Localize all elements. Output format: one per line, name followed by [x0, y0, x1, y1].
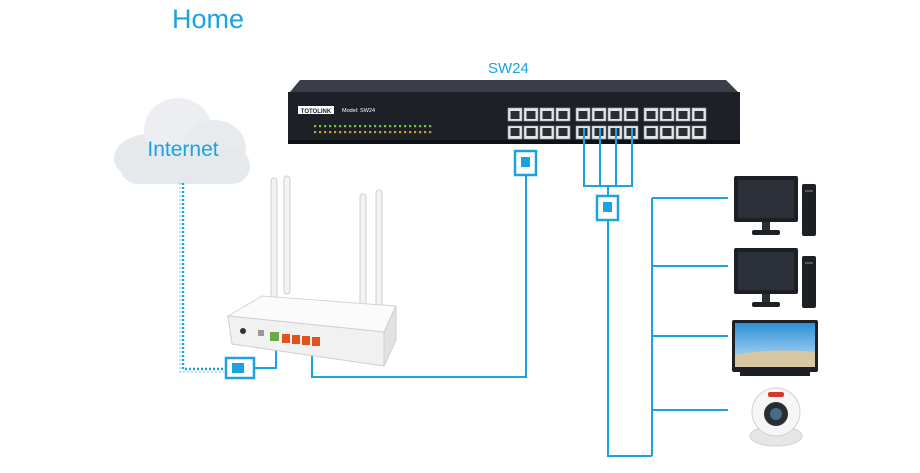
router-antenna [283, 175, 291, 295]
router-antenna [359, 193, 367, 313]
switch-led [324, 131, 327, 134]
internet-label: Internet [147, 138, 218, 161]
switch-led [334, 131, 337, 134]
switch-led [374, 125, 377, 128]
switch-port-socket [510, 111, 520, 119]
ethernet-plug-icon [595, 194, 620, 222]
switch-led [409, 125, 412, 128]
switch-led [319, 125, 322, 128]
switch-led [414, 125, 417, 128]
switch-model: Model: SW24 [342, 108, 375, 114]
switch-led [334, 125, 337, 128]
router-antenna [270, 177, 278, 303]
switch-led [374, 131, 377, 134]
switch-port-socket [542, 128, 552, 136]
switch-port-socket [694, 111, 704, 119]
switch-led [389, 125, 392, 128]
switch-led [429, 125, 432, 128]
switch-led [364, 125, 367, 128]
switch-port-socket [526, 128, 536, 136]
switch-port-socket [526, 111, 536, 119]
switch-led [394, 125, 397, 128]
switch-port-socket [510, 128, 520, 136]
switch-port-socket [542, 111, 552, 119]
switch-led [369, 131, 372, 134]
switch-port-socket [646, 128, 656, 136]
router-lan-ports [282, 334, 320, 346]
switch-port-socket [578, 111, 588, 119]
switch-port-socket [626, 111, 636, 119]
device-branch-lines [651, 197, 728, 456]
switch-led [329, 131, 332, 134]
switch-led [339, 131, 342, 134]
desktop-computer-icon [734, 176, 816, 236]
wireless-router [226, 175, 397, 367]
switch-led [419, 125, 422, 128]
switch-led [369, 125, 372, 128]
switch-led [354, 125, 357, 128]
switch-led [359, 125, 362, 128]
switch-led [339, 125, 342, 128]
switch-port-socket [662, 128, 672, 136]
switch-led [404, 125, 407, 128]
switch-port-socket [694, 128, 704, 136]
switch-led [389, 131, 392, 134]
switch-led [424, 125, 427, 128]
internet-cloud: Internet [114, 98, 250, 184]
switch-label: SW24 [488, 60, 529, 77]
switch-port-socket [646, 111, 656, 119]
switch-led [409, 131, 412, 134]
switch-led [379, 131, 382, 134]
webcam-icon [749, 387, 803, 447]
switch-led [399, 131, 402, 134]
switch-led [329, 125, 332, 128]
switch-port-socket [558, 111, 568, 119]
page-title: Home [172, 4, 245, 34]
switch-led [414, 131, 417, 134]
switch-port-socket [558, 128, 568, 136]
switch-led [344, 131, 347, 134]
switch-led [429, 131, 432, 134]
switch-led [314, 131, 317, 134]
ethernet-plug-icon [224, 356, 256, 380]
router-antenna [375, 189, 383, 321]
switch-port-socket [662, 111, 672, 119]
switch-port-socket [678, 111, 688, 119]
switch-led [384, 125, 387, 128]
switch-led-panel [314, 125, 432, 134]
switch-led [404, 131, 407, 134]
switch-led [364, 131, 367, 134]
desktop-computer-icon [734, 248, 816, 308]
wan-dotted-link [181, 183, 224, 371]
router-switch-link [311, 175, 527, 378]
switch-led [324, 125, 327, 128]
switch-device-cable-bundle [583, 128, 633, 196]
switch-led [314, 125, 317, 128]
switch-led [359, 131, 362, 134]
switch-port-socket [610, 111, 620, 119]
switch-port-socket [678, 128, 688, 136]
switch-brand: TOTOLINK [301, 109, 332, 115]
tv-icon [732, 320, 818, 376]
switch-led [349, 125, 352, 128]
switch-led [424, 131, 427, 134]
switch-led [319, 131, 322, 134]
switch-sw24: TOTOLINK Model: SW24 [288, 80, 740, 144]
switch-port-panel [507, 107, 707, 140]
switch-led [419, 131, 422, 134]
switch-led [349, 131, 352, 134]
switch-led [344, 125, 347, 128]
switch-led [354, 131, 357, 134]
switch-devices-trunk [607, 220, 652, 457]
switch-led [384, 131, 387, 134]
switch-port-socket [594, 111, 604, 119]
switch-led [394, 131, 397, 134]
switch-led [399, 125, 402, 128]
switch-led [379, 125, 382, 128]
ethernet-plug-icon [513, 149, 538, 177]
